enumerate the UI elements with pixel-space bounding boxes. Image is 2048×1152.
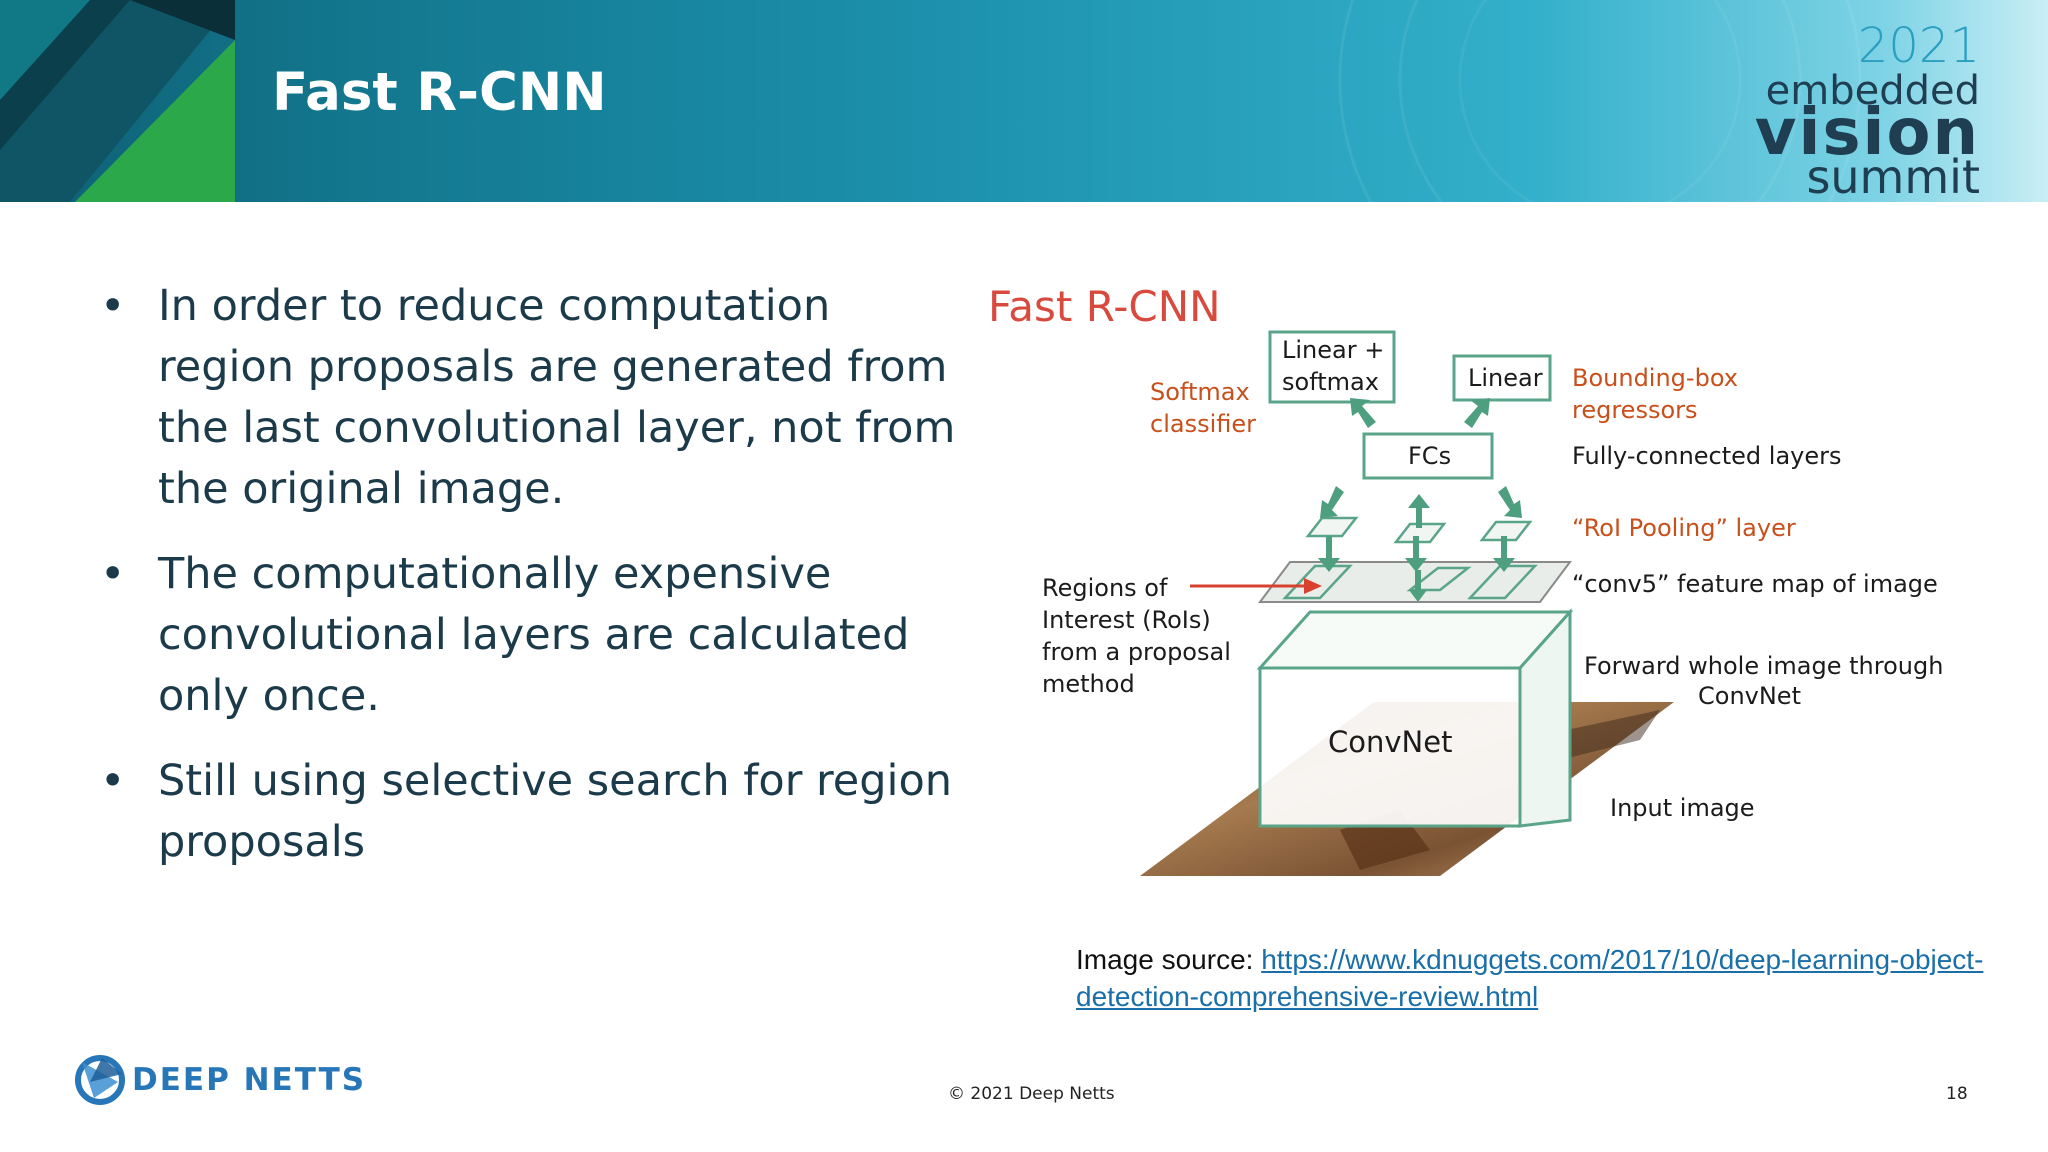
rois-label-1: Regions of xyxy=(1042,574,1168,602)
diagram-title: Fast R-CNN xyxy=(988,282,1221,331)
summit-embedded: embedded xyxy=(1765,68,1980,114)
conv5-map-label: “conv5” feature map of image xyxy=(1572,570,1938,598)
slide-title: Fast R-CNN xyxy=(272,62,607,123)
bullet-marker: • xyxy=(100,756,126,806)
softmax-classifier-label-1: Softmax xyxy=(1150,378,1250,406)
fast-rcnn-diagram: Fast R-CNN Linear + softmax Linear FCs C… xyxy=(960,270,2000,910)
image-source: Image source: https://www.kdnuggets.com/… xyxy=(1076,941,2036,1015)
page-number: 18 xyxy=(1946,1084,1968,1104)
roi-pool-plane xyxy=(1305,516,1359,538)
linear-label: Linear xyxy=(1468,364,1543,392)
linear-box xyxy=(1452,354,1552,402)
deep-netts-logo-icon xyxy=(75,1055,125,1105)
bbox-regressors-label-2: regressors xyxy=(1572,396,1698,424)
fcs-box xyxy=(1362,432,1494,480)
copyright-text: © 2021 Deep Netts xyxy=(948,1084,1115,1104)
bullet-item: • Still using selective search for regio… xyxy=(96,751,956,873)
bullet-marker: • xyxy=(100,549,126,599)
convnet-box-front xyxy=(1258,666,1522,828)
bullet-marker: • xyxy=(100,281,126,331)
deep-netts-brand: DEEP NETTS xyxy=(132,1062,367,1098)
image-source-link[interactable]: https://www.kdnuggets.com/2017/10/deep-l… xyxy=(1261,944,1984,975)
softmax-classifier-label-2: classifier xyxy=(1150,410,1256,438)
slide-header: Fast R-CNN 2021 embedded vision summit xyxy=(0,0,2048,202)
roi-pooling-label: “RoI Pooling” layer xyxy=(1572,514,1796,542)
convnet-box-top xyxy=(1256,610,1574,670)
bullet-list: • In order to reduce computation region … xyxy=(96,276,956,897)
rois-label-2: Interest (RoIs) xyxy=(1042,606,1211,634)
diagram-graphics xyxy=(1140,330,1674,876)
image-source-link-cont[interactable]: detection-comprehensive-review.html xyxy=(1076,981,1539,1012)
image-source-label: Image source: xyxy=(1076,944,1254,975)
deep-netts-logo: DEEP NETTS xyxy=(72,1052,372,1108)
bullet-item: • The computationally expensive convolut… xyxy=(96,544,956,727)
bullet-item: • In order to reduce computation region … xyxy=(96,276,956,520)
convnet-label: ConvNet xyxy=(1328,725,1453,759)
bullet-text: The computationally expensive convolutio… xyxy=(158,549,910,721)
fc-layers-label: Fully-connected layers xyxy=(1572,442,1842,470)
fcs-label: FCs xyxy=(1408,442,1452,470)
flow-arrows xyxy=(1318,398,1522,602)
bullet-text: Still using selective search for region … xyxy=(158,756,953,867)
linear-softmax-box xyxy=(1268,330,1396,404)
bbox-regressors-label-1: Bounding-box xyxy=(1572,364,1738,392)
summit-logo: 2021 embedded vision summit xyxy=(1755,18,2000,202)
forward-label-2: ConvNet xyxy=(1698,682,1801,710)
rois-label-3: from a proposal xyxy=(1042,638,1231,666)
bullet-text: In order to reduce computation region pr… xyxy=(158,281,956,514)
rois-label-4: method xyxy=(1042,670,1135,698)
linear-softmax-label-2: softmax xyxy=(1282,368,1379,396)
forward-label-1: Forward whole image through xyxy=(1584,652,1944,680)
summit-year: 2021 xyxy=(1857,18,1980,74)
header-decoration xyxy=(0,0,1862,202)
summit-summit: summit xyxy=(1806,150,1980,202)
summit-vision: vision xyxy=(1754,96,1980,170)
input-image-label: Input image xyxy=(1610,794,1755,822)
linear-softmax-label-1: Linear + xyxy=(1282,336,1385,364)
